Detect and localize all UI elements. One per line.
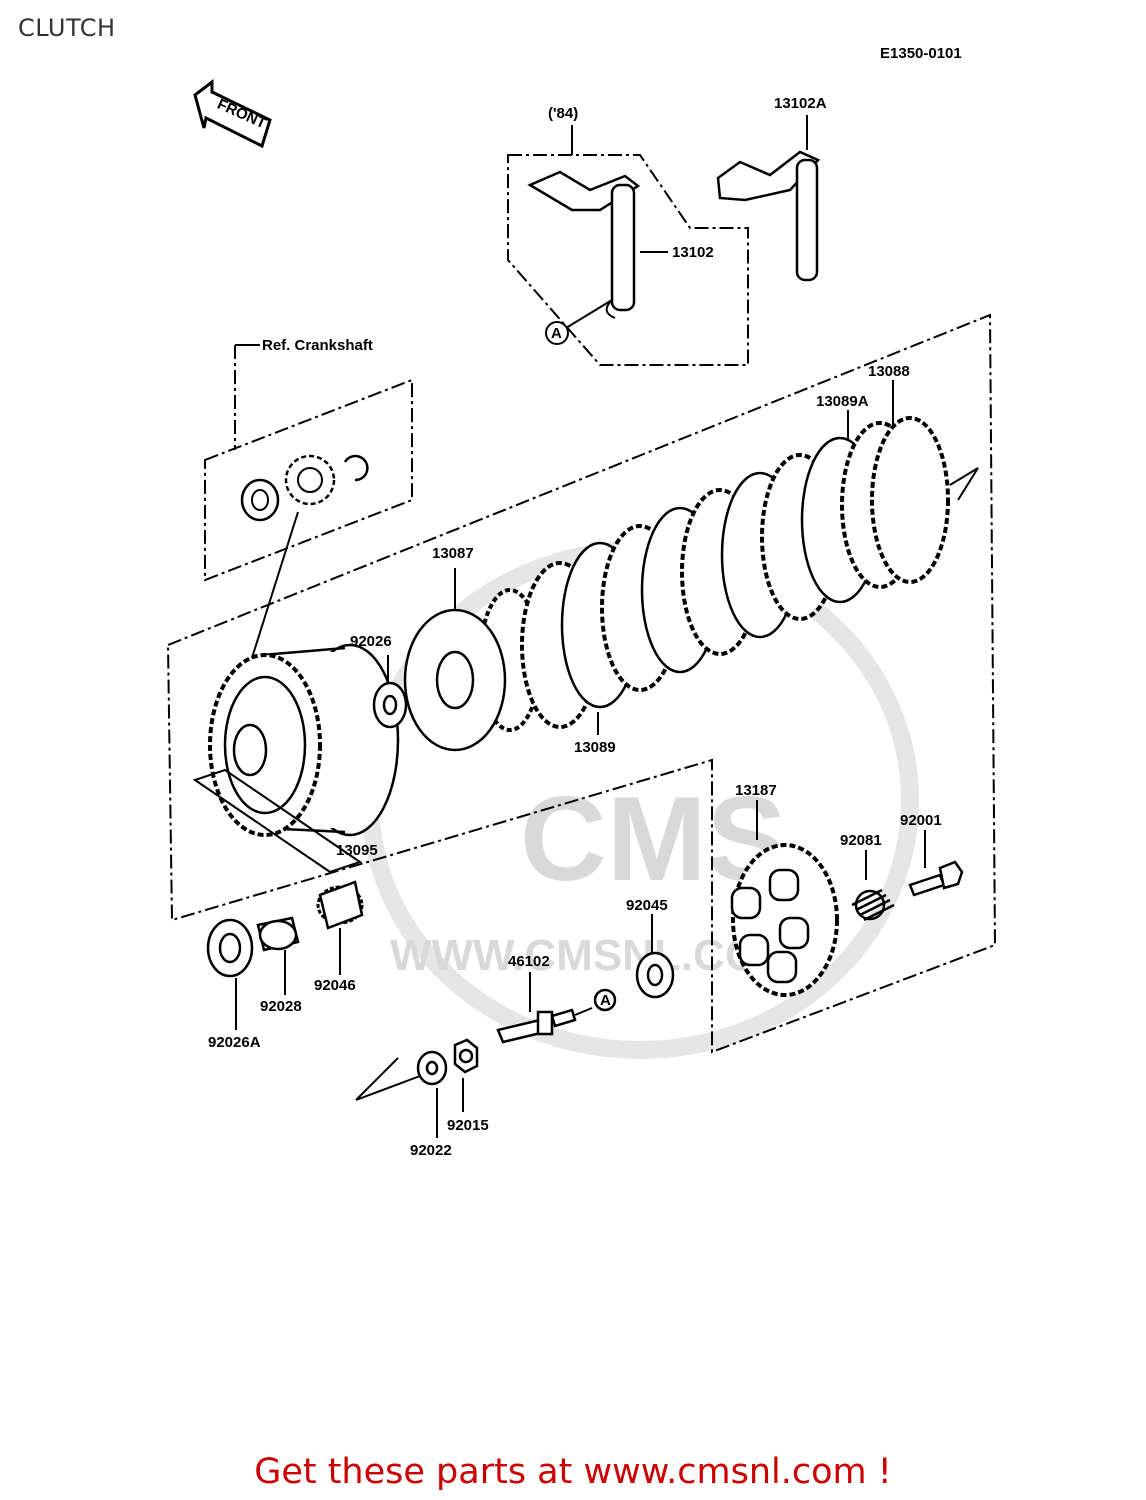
bolt-92001: [908, 830, 964, 897]
part-92022-label: 92022: [410, 1142, 452, 1159]
pressure-plate: [730, 800, 839, 997]
part-46102-label: 46102: [508, 953, 550, 970]
part-13087-label: 13087: [432, 545, 474, 562]
clutch-hub: [403, 568, 542, 752]
crankshaft-ref-group: [204, 344, 413, 681]
bearing-92045: [635, 914, 675, 999]
part-92026a-label: 92026A: [208, 1034, 261, 1051]
part-13089a-label: 13089A: [816, 393, 869, 410]
clutch-plate-stack: [520, 380, 979, 735]
part-13102-label: 13102: [672, 244, 714, 261]
release-lever-13102a: [716, 115, 821, 282]
release-lever-84-group: [507, 125, 749, 366]
part-92001-label: 92001: [900, 812, 942, 829]
part-92045-label: 92045: [626, 897, 668, 914]
part-13187-label: 13187: [735, 782, 777, 799]
part-92015-label: 92015: [447, 1117, 489, 1134]
marker-a-top: A: [551, 325, 562, 342]
marker-a-bottom: A: [600, 992, 611, 1009]
part-13089-label: 13089: [574, 739, 616, 756]
part-92026-label: 92026: [350, 633, 392, 650]
page-title: CLUTCH: [18, 14, 116, 42]
part-13095-label: 13095: [336, 842, 378, 859]
watermark-url: WWW.CMSNL.COM: [390, 931, 796, 980]
part-13088-label: 13088: [868, 363, 910, 380]
ref-crankshaft-label: Ref. Crankshaft: [262, 337, 373, 354]
clutch-housing: [192, 643, 400, 874]
part-92081-label: 92081: [840, 832, 882, 849]
diagram-ref-code: E1350-0101: [880, 45, 962, 62]
washer-92026: [372, 655, 408, 729]
spring-92081: [851, 850, 895, 922]
push-rod-46102: [496, 972, 617, 1044]
part-92028-label: 92028: [260, 998, 302, 1015]
sleeve-bearing-group: [206, 880, 364, 1030]
part-13102a-label: 13102A: [774, 95, 827, 112]
year-note: ('84): [548, 105, 578, 122]
nut-and-washer: [355, 1038, 479, 1138]
footer-link[interactable]: Get these parts at www.cmsnl.com !: [254, 1452, 892, 1492]
front-arrow-icon: FRONT: [193, 78, 272, 149]
part-92046-label: 92046: [314, 977, 356, 994]
clutch-assembly-outline: [166, 313, 997, 1054]
